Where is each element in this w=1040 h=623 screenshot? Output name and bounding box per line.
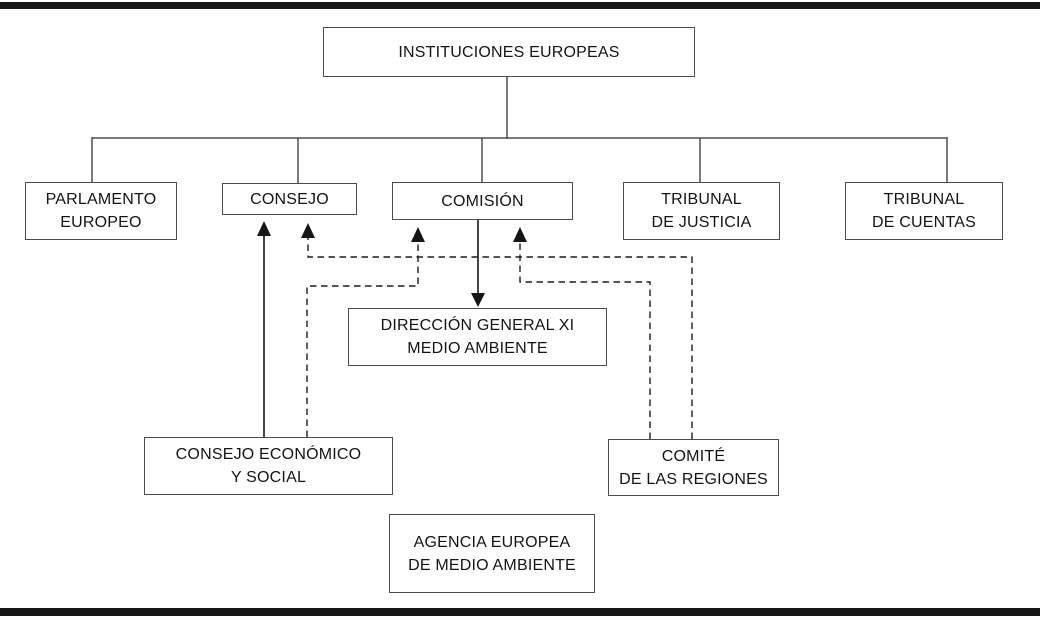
node-label: DE MEDIO AMBIENTE (408, 556, 576, 574)
bottom-rule (0, 608, 1040, 616)
node-label: MEDIO AMBIENTE (407, 340, 548, 357)
node-tribunal-de-justicia: TRIBUNAL DE JUSTICIA (623, 182, 780, 240)
node-label: TRIBUNAL (661, 191, 742, 208)
node-label: DE LAS REGIONES (619, 470, 768, 488)
node-label: PARLAMENTO (45, 191, 157, 208)
arrowhead-down-direccion (471, 293, 485, 307)
node-label: EUROPEO (60, 214, 142, 231)
node-label: Y SOCIAL (230, 469, 307, 486)
node-consejo: CONSEJO (222, 183, 357, 215)
node-consejo-economico-y-social: CONSEJO ECONÓMICO Y SOCIAL (144, 437, 393, 495)
node-label: CONSEJO ECONÓMICO (175, 446, 362, 463)
dashed-comite-to-comision (519, 241, 651, 439)
node-agencia-europea-medio-ambiente: AGENCIA EUROPEA DE MEDIO AMBIENTE (389, 514, 595, 593)
node-label: CONSEJO (250, 190, 329, 208)
node-label: COMITÉ (661, 447, 726, 465)
node-label: TRIBUNAL (883, 191, 965, 208)
node-parlamento-europeo: PARLAMENTO EUROPEO (25, 182, 177, 240)
arrowhead-up-consejo-solid (257, 221, 271, 236)
node-instituciones-europeas: INSTITUCIONES EUROPEAS (323, 27, 695, 77)
arrowhead-up-consejo-dashed (301, 223, 315, 238)
node-label: INSTITUCIONES EUROPEAS (398, 43, 620, 61)
arrowhead-up-comision-left (411, 227, 425, 242)
node-comite-de-las-regiones: COMITÉ DE LAS REGIONES (608, 439, 779, 496)
node-direccion-general-xi: DIRECCIÓN GENERAL XI MEDIO AMBIENTE (348, 308, 607, 366)
node-label: COMISIÓN (441, 192, 524, 210)
node-label: AGENCIA EUROPEA (413, 533, 571, 551)
node-label: DE CUENTAS (872, 214, 976, 231)
dashed-comite-to-consejo (307, 237, 693, 439)
node-tribunal-de-cuentas: TRIBUNAL DE CUENTAS (845, 182, 1003, 240)
node-label: DE JUSTICIA (651, 214, 752, 231)
node-comision: COMISIÓN (392, 182, 573, 220)
arrowhead-up-comision-right (513, 227, 527, 242)
node-label: DIRECCIÓN GENERAL XI (380, 317, 575, 334)
top-rule (0, 2, 1040, 9)
